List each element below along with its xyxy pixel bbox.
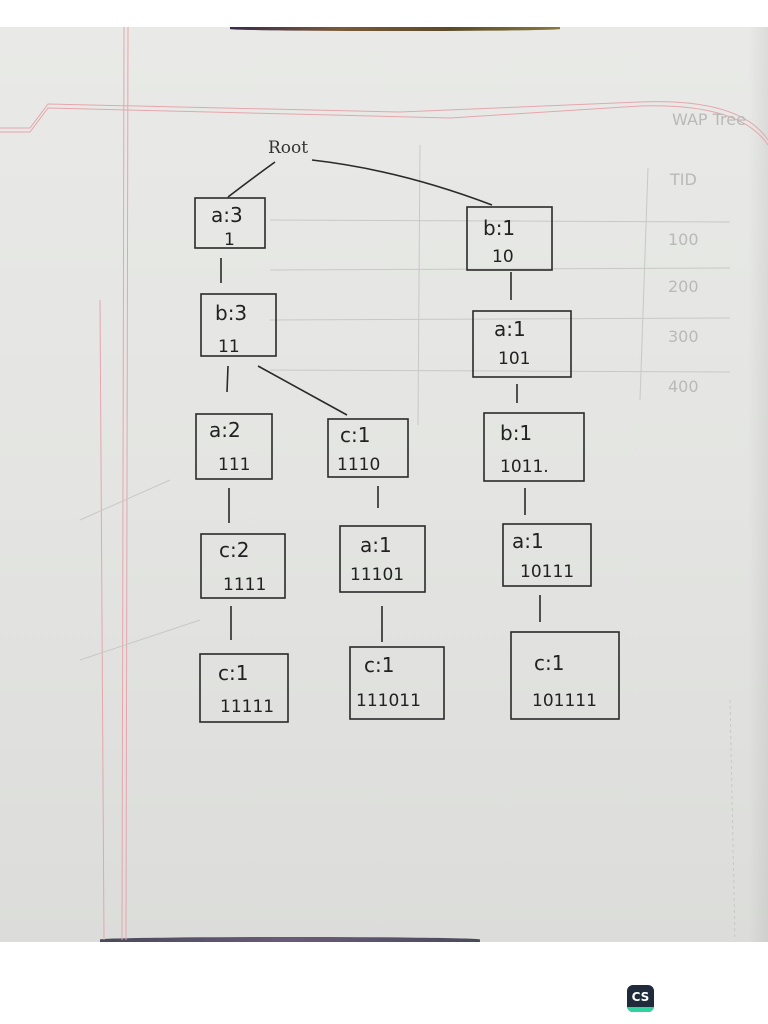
- svg-text:1: 1: [224, 230, 235, 250]
- svg-text:11111: 11111: [220, 697, 274, 717]
- tree-node-c1-mid: c:1 1110: [327, 418, 409, 478]
- tree-edges: [220, 159, 541, 642]
- svg-text:b:1: b:1: [500, 421, 532, 445]
- tree-node-a1-right: a:1 101: [472, 310, 572, 378]
- bleed-tid-200: 200: [668, 277, 699, 296]
- svg-text:10111: 10111: [520, 562, 574, 582]
- svg-text:1111: 1111: [223, 575, 266, 595]
- svg-text:101111: 101111: [532, 691, 597, 711]
- svg-text:b:1: b:1: [483, 216, 515, 240]
- bleed-tid-100: 100: [668, 230, 699, 249]
- svg-text:c:2: c:2: [219, 538, 249, 562]
- tree-node-a3: a:3 1: [194, 197, 266, 250]
- svg-text:10: 10: [492, 247, 514, 267]
- svg-text:1110: 1110: [337, 455, 380, 475]
- bleed-tid-400: 400: [668, 377, 699, 396]
- svg-text:a:1: a:1: [494, 317, 526, 341]
- svg-text:b:3: b:3: [215, 301, 247, 325]
- svg-text:a:1: a:1: [360, 533, 392, 557]
- tree-node-c1-left: c:1 11111: [199, 653, 289, 723]
- svg-text:101: 101: [498, 349, 530, 369]
- bleed-tid-300: 300: [668, 327, 699, 346]
- svg-text:1011.: 1011.: [500, 457, 549, 477]
- page-edge-shadow: [748, 27, 768, 942]
- logo-accent-bar: [627, 1007, 654, 1012]
- svg-text:c:1: c:1: [340, 423, 370, 447]
- tree-node-a2: a:2 111: [195, 413, 273, 480]
- tree-node-c1-mid2: c:1 111011: [349, 646, 445, 720]
- tree-node-c1-right: c:1 101111: [510, 631, 620, 720]
- margin-lines: [0, 26, 768, 941]
- svg-text:c:1: c:1: [534, 651, 564, 675]
- tree-node-c2: c:2 1111: [200, 533, 286, 599]
- svg-text:a:1: a:1: [512, 529, 544, 553]
- svg-text:a:2: a:2: [209, 418, 241, 442]
- camscanner-logo-icon: CS: [627, 985, 654, 1012]
- root-label: Root: [268, 138, 308, 158]
- svg-text:c:1: c:1: [364, 653, 394, 677]
- tree-node-b1-right: b:1 10: [466, 206, 553, 271]
- bleed-tid-header: TID: [669, 170, 697, 189]
- top-edge-strip: [230, 27, 560, 31]
- svg-text:a:3: a:3: [211, 203, 243, 227]
- svg-text:11: 11: [218, 337, 240, 357]
- tree-node-b1-right2: b:1 1011.: [483, 412, 585, 482]
- bleed-through: [79, 144, 736, 941]
- svg-text:11101: 11101: [350, 565, 404, 585]
- svg-text:111011: 111011: [356, 691, 421, 711]
- tree-node-a1-mid: a:1 11101: [339, 525, 426, 593]
- bleed-corner-note: WAP Tree: [672, 110, 746, 129]
- bottom-edge-strip: [100, 937, 480, 942]
- tree-node-b3: b:3 11: [200, 293, 277, 357]
- tree-node-a1-right2: a:1 10111: [502, 523, 592, 587]
- svg-text:c:1: c:1: [218, 661, 248, 685]
- svg-text:111: 111: [218, 455, 250, 475]
- logo-text: CS: [631, 990, 650, 1004]
